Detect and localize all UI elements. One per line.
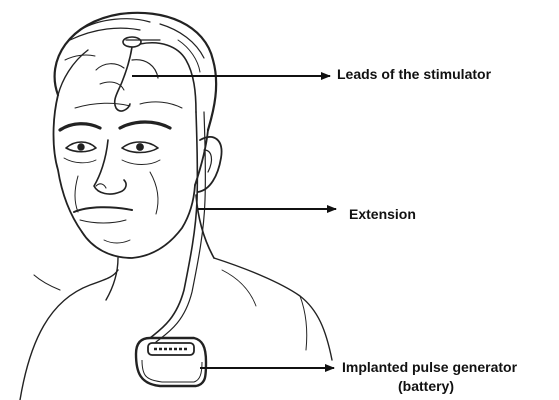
extension-wire <box>150 112 205 342</box>
pointer-arrows <box>132 76 336 368</box>
head-illustration <box>20 13 332 400</box>
stimulator-leads <box>96 37 196 112</box>
pulse-generator-label: Implanted pulse generator <box>342 359 517 376</box>
battery-label: (battery) <box>398 378 454 395</box>
extension-label: Extension <box>349 206 416 223</box>
pulse-generator-device <box>136 338 206 386</box>
leads-label: Leads of the stimulator <box>337 66 491 83</box>
